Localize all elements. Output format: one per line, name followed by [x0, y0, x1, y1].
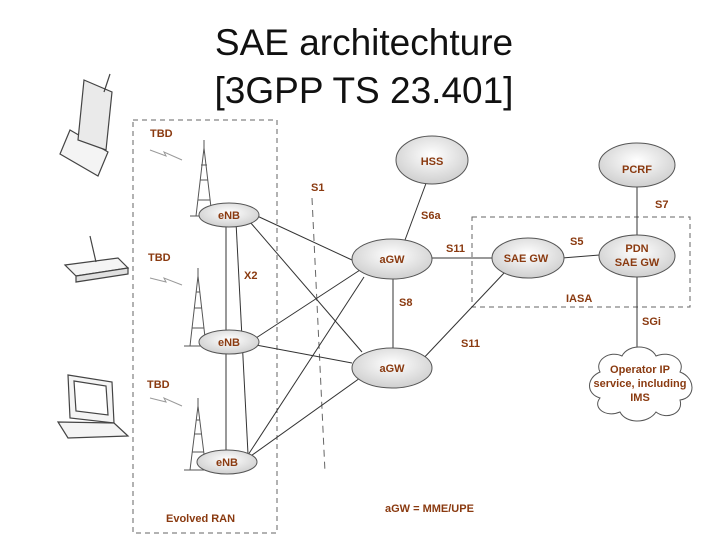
- tbd-label-1: TBD: [150, 128, 173, 140]
- agw-bottom-node: [351, 347, 433, 389]
- operator-label-line2: service, including: [594, 378, 687, 390]
- pcrf-node: [598, 142, 676, 188]
- agw-top-node: [351, 238, 433, 280]
- x2-label: X2: [244, 270, 257, 282]
- operator-label-line1: Operator IP: [610, 364, 670, 376]
- enb-mid-label: eNB: [218, 337, 240, 349]
- pdn-label-line2: SAE GW: [615, 257, 660, 269]
- s11-bottom-label: S11: [461, 338, 480, 350]
- s1-label: S1: [311, 182, 324, 194]
- operator-label-line3: IMS: [630, 392, 650, 404]
- operator-ip-cloud: [589, 346, 693, 422]
- evolved-ran-box: [132, 119, 278, 534]
- pdn-sae-gw-node: [598, 234, 676, 278]
- sae-gw-node: [491, 237, 565, 279]
- s1-separator: [311, 197, 326, 473]
- s7-label: S7: [655, 199, 668, 211]
- enb-mid-node: [198, 329, 260, 355]
- signal-marks: [149, 149, 183, 407]
- laptop-icon: [56, 374, 130, 439]
- evolved-ran-label: Evolved RAN: [166, 513, 235, 525]
- agw-top-label: aGW: [379, 254, 405, 266]
- mobile-phone-icon: [59, 73, 113, 177]
- connections: [225, 177, 638, 459]
- iasa-label: IASA: [566, 293, 592, 305]
- legend-label: aGW = MME/UPE: [385, 503, 474, 515]
- s8-label: S8: [399, 297, 412, 309]
- s6a-label: S6a: [421, 210, 441, 222]
- tbd-label-2: TBD: [148, 252, 171, 264]
- hss-node: [395, 135, 469, 185]
- s5-label: S5: [570, 236, 583, 248]
- enb-bottom-node: [196, 449, 258, 475]
- pdn-label-line1: PDN: [625, 243, 648, 255]
- pcrf-label: PCRF: [622, 164, 652, 176]
- sgi-label: SGi: [642, 316, 661, 328]
- hss-label: HSS: [421, 156, 444, 168]
- s11-top-label: S11: [446, 243, 465, 255]
- sae-gw-label: SAE GW: [504, 253, 549, 265]
- title-line-2: [3GPP TS 23.401]: [214, 70, 514, 111]
- enb-top-node: [198, 202, 260, 228]
- title-line-1: SAE architechture: [214, 22, 514, 63]
- agw-bottom-label: aGW: [379, 363, 405, 375]
- tbd-label-3: TBD: [147, 379, 170, 391]
- enb-bottom-label: eNB: [216, 457, 238, 469]
- enb-top-label: eNB: [218, 210, 240, 222]
- wireless-router-icon: [63, 235, 130, 283]
- iasa-box: [471, 216, 691, 308]
